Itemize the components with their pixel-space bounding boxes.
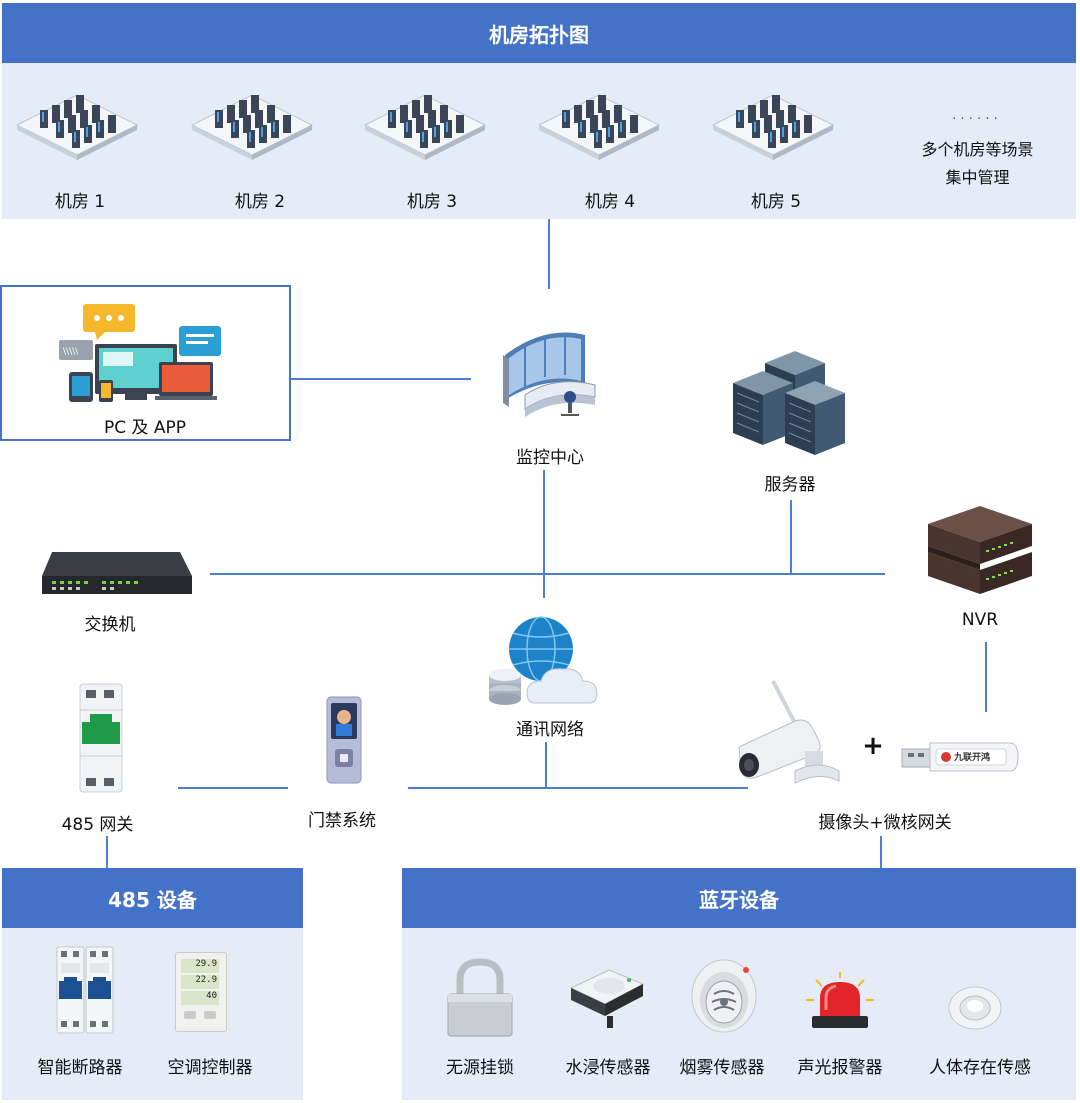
plus-sign: + bbox=[862, 731, 884, 761]
room-label-1: 机房 1 bbox=[54, 192, 106, 212]
bluetooth-item-2-label: 水浸传感器 bbox=[565, 1058, 651, 1078]
datacenter-room-icon-1 bbox=[15, 94, 139, 160]
alarm-light-icon bbox=[806, 972, 874, 1028]
smart-breaker-icon bbox=[56, 946, 114, 1034]
server-icon bbox=[733, 351, 845, 455]
bluetooth-section-title: 蓝牙设备 bbox=[699, 887, 779, 912]
ac-display-3: 40 bbox=[181, 991, 219, 1005]
rs485-section-body bbox=[2, 928, 303, 1100]
rs485-item-2-label: 空调控制器 bbox=[167, 1058, 253, 1078]
monitor-center-label: 监控中心 bbox=[516, 448, 584, 468]
svg-text:\\\\\: \\\\\ bbox=[63, 347, 79, 357]
datacenter-room-icon-4 bbox=[537, 94, 661, 160]
monitor-center-icon bbox=[503, 332, 596, 417]
rs485-section-title: 485 设备 bbox=[108, 887, 197, 912]
camera-icon bbox=[738, 680, 840, 784]
datacenter-room-icon-2 bbox=[190, 94, 314, 160]
connector-gateway-to-485 bbox=[106, 836, 108, 868]
water-sensor-icon bbox=[569, 969, 645, 1028]
nvr-label: NVR bbox=[961, 610, 999, 630]
bluetooth-section-header: 蓝牙设备 bbox=[402, 868, 1076, 928]
nvr-icon bbox=[928, 506, 1032, 594]
access-control-label: 门禁系统 bbox=[308, 811, 376, 831]
pc-app-devices-icon: \\\\\ bbox=[59, 304, 221, 402]
connector-nvr-to-camera bbox=[985, 642, 987, 712]
datacenter-room-icon-3 bbox=[363, 94, 487, 160]
room-label-5: 机房 5 bbox=[750, 192, 802, 212]
switch-label: 交换机 bbox=[84, 615, 136, 635]
ac-display-1: 29.9 bbox=[181, 959, 219, 973]
topology-title-bar: 机房拓扑图 bbox=[2, 3, 1076, 63]
bluetooth-item-1-label: 无源挂锁 bbox=[446, 1058, 514, 1078]
room-label-2: 机房 2 bbox=[234, 192, 286, 212]
bluetooth-item-5-label: 人体存在传感 bbox=[929, 1058, 1031, 1078]
server-label: 服务器 bbox=[764, 475, 816, 495]
more-rooms-text-1: 多个机房等场景 bbox=[921, 140, 1034, 159]
camera-gateway-label: 摄像头+微核网关 bbox=[818, 813, 952, 833]
connector-network-to-lower-bus bbox=[545, 742, 547, 788]
connector-top-to-monitor bbox=[548, 219, 550, 289]
connector-gateway-to-access bbox=[178, 787, 288, 789]
connector-server-to-bus bbox=[790, 500, 792, 574]
bluetooth-item-4-label: 声光报警器 bbox=[797, 1058, 883, 1078]
ac-display-2: 22.9 bbox=[181, 975, 219, 989]
room-label-4: 机房 4 bbox=[584, 192, 636, 212]
access-control-icon bbox=[326, 696, 362, 784]
connector-access-to-camera bbox=[408, 787, 748, 789]
connector-pc-to-monitor bbox=[291, 378, 471, 380]
more-rooms-dots: · · · · · · bbox=[952, 112, 998, 127]
pc-app-label: PC 及 APP bbox=[103, 418, 187, 438]
connector-camera-to-bluetooth bbox=[880, 836, 882, 868]
datacenter-panel bbox=[2, 63, 1076, 219]
connector-switch-bus bbox=[210, 573, 885, 575]
smoke-sensor-icon bbox=[691, 959, 757, 1033]
rs485-section-header: 485 设备 bbox=[2, 868, 303, 928]
network-label: 通讯网络 bbox=[516, 720, 584, 740]
gateway-485-label: 485 网关 bbox=[61, 815, 134, 835]
more-rooms-text-2: 集中管理 bbox=[945, 168, 1010, 187]
topology-title: 机房拓扑图 bbox=[489, 22, 589, 47]
ac-button-1 bbox=[184, 1011, 196, 1019]
connector-monitor-to-network bbox=[543, 470, 545, 598]
bluetooth-item-3-label: 烟雾传感器 bbox=[679, 1058, 765, 1078]
gateway-485-icon bbox=[79, 683, 123, 793]
room-label-3: 机房 3 bbox=[406, 192, 458, 212]
padlock-icon bbox=[447, 958, 513, 1037]
usb-gateway-icon: 九联开鸿 bbox=[900, 737, 1020, 777]
rs485-item-1-label: 智能断路器 bbox=[37, 1058, 123, 1078]
switch-icon bbox=[42, 552, 192, 594]
ac-button-2 bbox=[204, 1011, 216, 1019]
presence-sensor-icon bbox=[948, 986, 1002, 1030]
network-cloud-icon bbox=[489, 616, 598, 705]
ac-controller-icon: 29.9 22.9 40 bbox=[175, 952, 227, 1032]
datacenter-room-icon-5 bbox=[711, 94, 835, 160]
usb-brand-text: 九联开鸿 bbox=[954, 753, 991, 763]
